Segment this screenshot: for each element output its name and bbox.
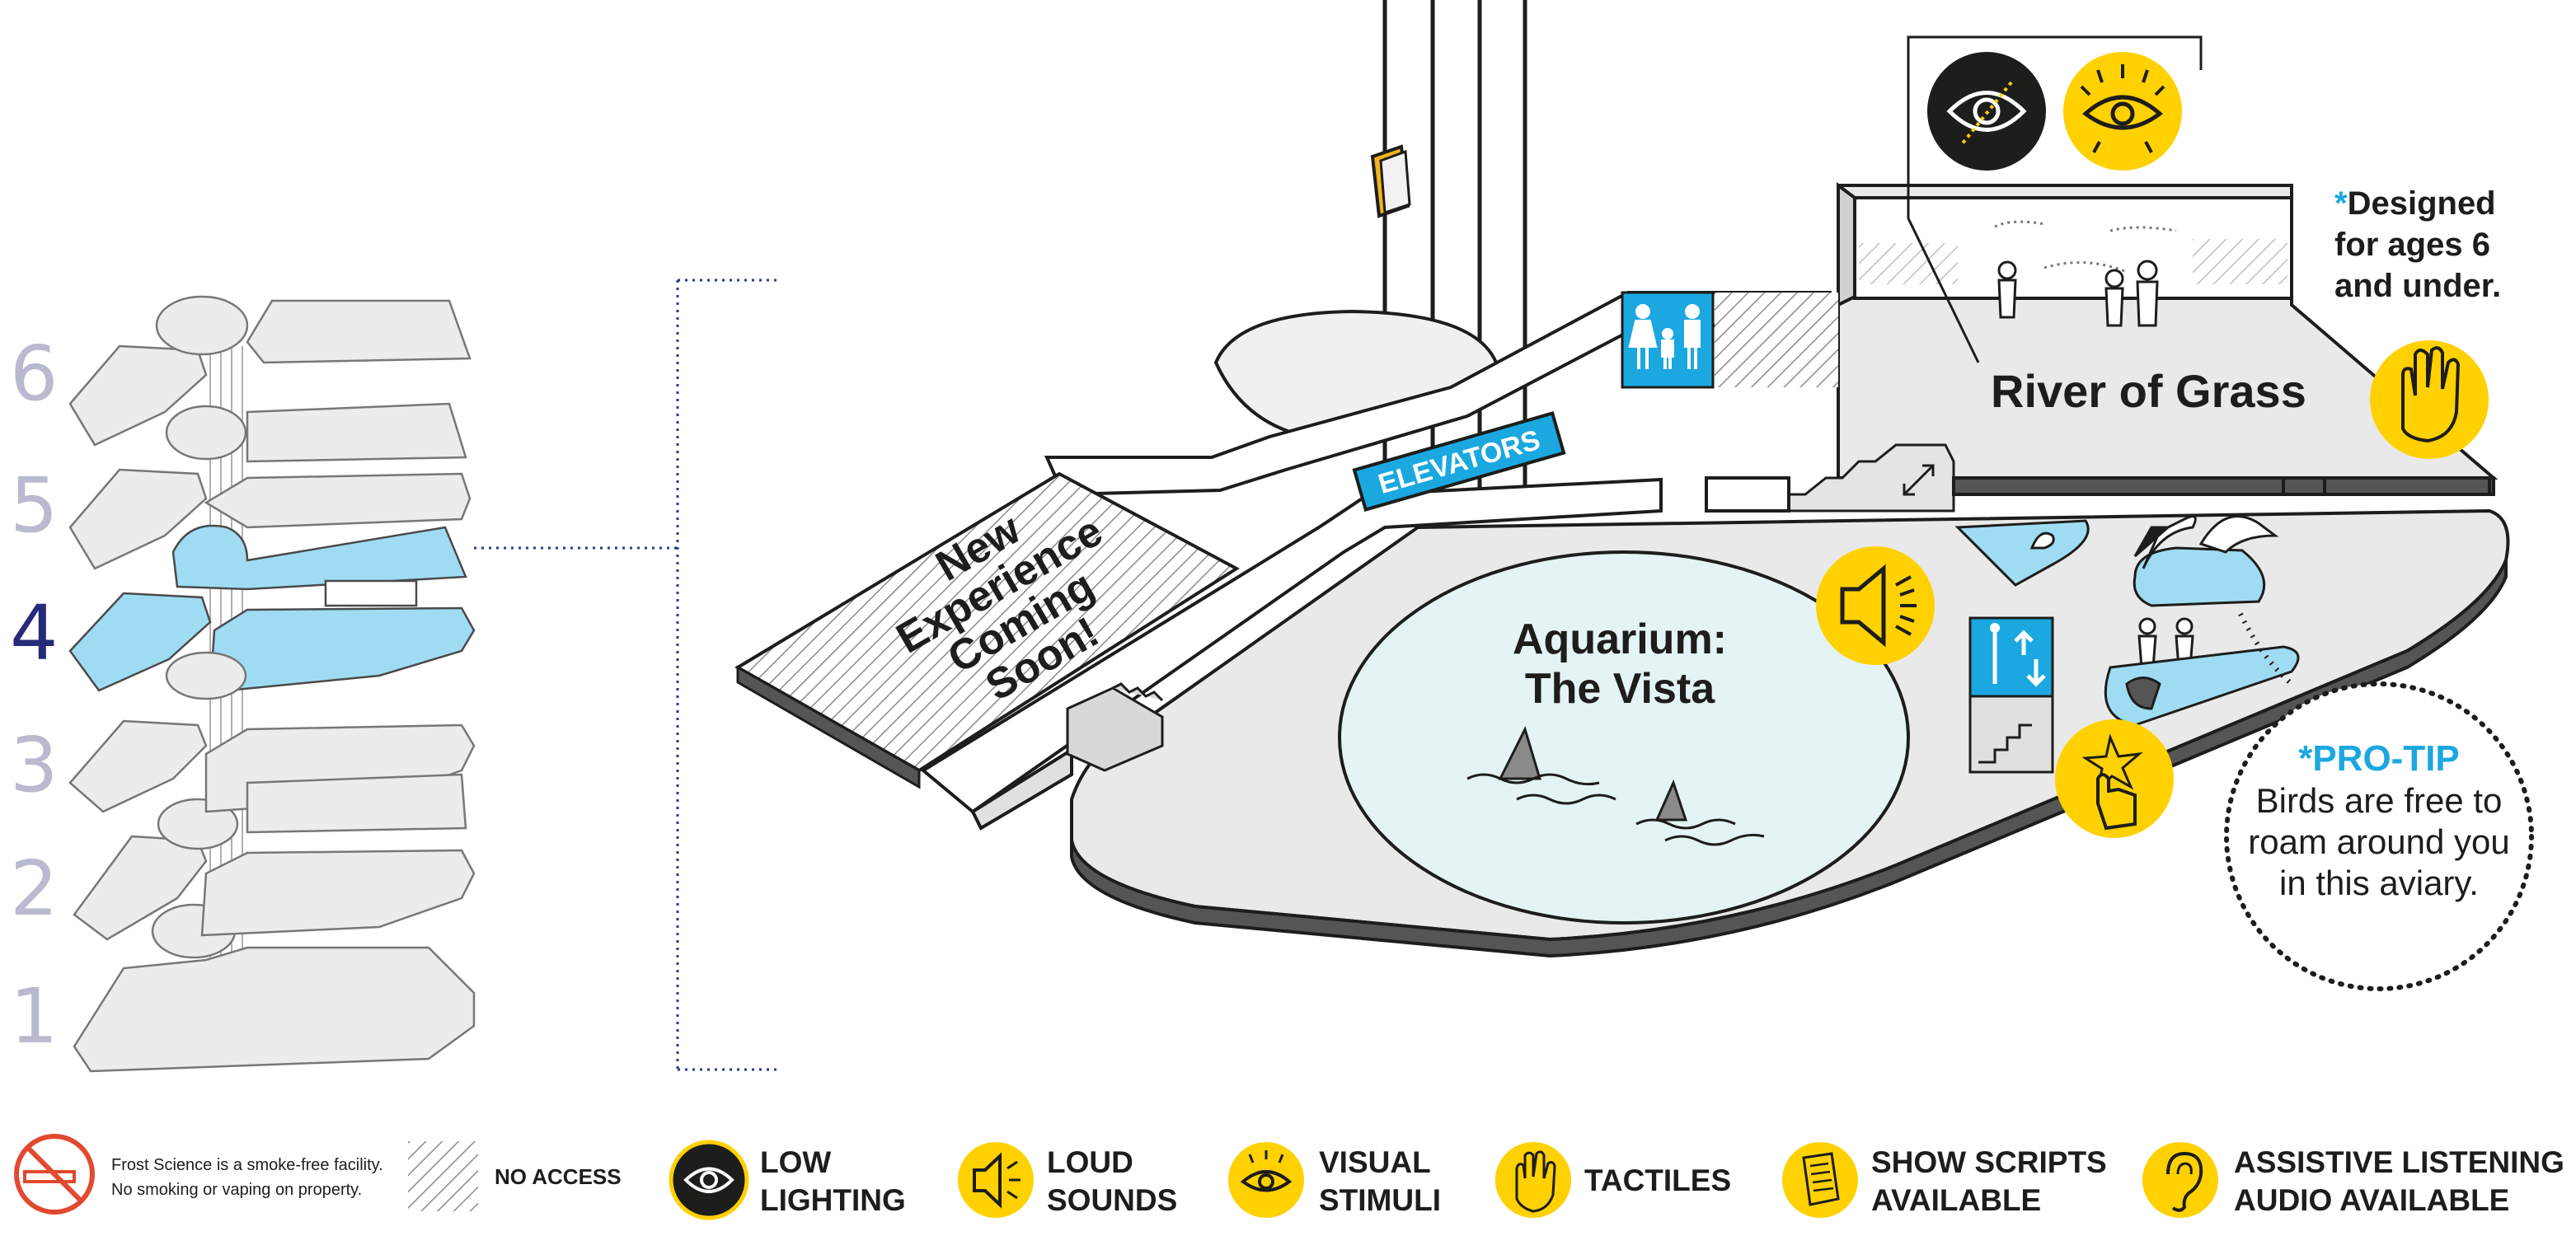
no-access-label: NO ACCESS — [495, 1164, 622, 1189]
floor-connector — [474, 279, 779, 1071]
visual-stimuli-line1: VISUAL — [1319, 1145, 1431, 1179]
floor-number-3[interactable]: 3 — [10, 721, 59, 809]
tactiles-line1: TACTILES — [1584, 1163, 1732, 1197]
designed-asterisk: * — [2334, 185, 2348, 222]
floor-3-shape[interactable] — [68, 719, 476, 834]
smoke-free-line1: Frost Science is a smoke-free facility. — [111, 1156, 383, 1174]
legend — [14, 1134, 2218, 1220]
aquarium-label-line1: Aquarium: — [1513, 616, 1727, 663]
family-restroom-zone — [1715, 293, 1838, 387]
no-access-swatch — [408, 1141, 478, 1211]
loud-sounds-line2: SOUNDS — [1047, 1183, 1178, 1217]
callout-lines — [1907, 35, 2293, 686]
tactiles-starfish-map-icon[interactable] — [2055, 719, 2174, 838]
swan-pond — [1954, 519, 2090, 587]
loud-sounds-map-icon[interactable] — [1816, 546, 1935, 665]
lower-stairs — [1066, 682, 1164, 772]
visual-stimuli-label: VISUAL STIMULI — [1319, 1144, 1441, 1220]
floor-1-shape[interactable] — [73, 903, 476, 1073]
assistive-listening-icon — [2142, 1142, 2218, 1218]
aquarium-label-line2: The Vista — [1524, 665, 1715, 713]
visual-stimuli-map-icon[interactable] — [2063, 52, 2182, 171]
show-scripts-line2: AVAILABLE — [1871, 1183, 2042, 1217]
loud-sounds-line1: LOUD — [1047, 1145, 1133, 1179]
visual-stimuli-icon — [1228, 1142, 1304, 1218]
visitor-figures — [2104, 617, 2300, 727]
floor-number-2[interactable]: 2 — [10, 845, 59, 933]
low-lighting-line1: LOW — [760, 1145, 832, 1179]
floor-4-shape[interactable] — [68, 524, 476, 700]
elevator-sign[interactable] — [1968, 616, 2054, 774]
floor-number-1[interactable]: 1 — [10, 972, 59, 1060]
pro-tip-body: Birds are free to roam around you in thi… — [2248, 781, 2510, 902]
floor-number-6[interactable]: 6 — [10, 330, 59, 418]
no-smoking-icon — [14, 1134, 95, 1215]
designed-text: Designed for ages 6 and under. — [2334, 185, 2502, 304]
elevators-banner[interactable] — [1352, 411, 1566, 512]
floor-number-4[interactable]: 4 — [10, 589, 59, 677]
low-lighting-icon — [669, 1140, 749, 1220]
floor-stack — [68, 295, 476, 1073]
show-scripts-icon — [1782, 1142, 1858, 1218]
designed-note: *Designed for ages 6 and under. — [2334, 183, 2549, 307]
low-lighting-line2: LIGHTING — [760, 1183, 906, 1217]
pro-tip-callout — [2224, 681, 2534, 991]
grass-texture — [1859, 220, 2287, 284]
assistive-listening-label: ASSISTIVE LISTENING AUDIO AVAILABLE — [2234, 1144, 2564, 1220]
floor-5-shape[interactable] — [68, 402, 472, 570]
aviary-island — [2133, 515, 2279, 607]
low-lighting-map-icon[interactable] — [1927, 52, 2046, 171]
children-figures — [1997, 260, 2159, 327]
new-experience-area[interactable] — [734, 471, 1240, 789]
walls — [1705, 476, 2491, 513]
pro-tip-title: PRO-TIP — [2312, 738, 2460, 779]
pro-tip-text: *PRO-TIP Birds are free to roam around y… — [2235, 737, 2523, 904]
tactiles-label: TACTILES — [1584, 1162, 1731, 1200]
visual-stimuli-line2: STIMULI — [1319, 1183, 1441, 1217]
show-scripts-line1: SHOW SCRIPTS — [1871, 1145, 2107, 1179]
tactiles-icon — [1495, 1142, 1571, 1218]
show-scripts-label: SHOW SCRIPTS AVAILABLE — [1871, 1144, 2107, 1220]
family-restroom-icon — [1621, 291, 1715, 389]
expand-arrows-icon — [1903, 464, 1935, 496]
smoke-free-line2: No smoking or vaping on property. — [111, 1181, 363, 1199]
shaft-sign — [1370, 144, 1411, 218]
floor-6-shape[interactable] — [68, 295, 472, 447]
assistive-listening-line1: ASSISTIVE LISTENING — [2234, 1145, 2564, 1179]
low-lighting-label: LOW LIGHTING — [760, 1144, 906, 1220]
tactiles-map-icon[interactable] — [2370, 340, 2489, 459]
loud-sounds-label: LOUD SOUNDS — [1047, 1144, 1177, 1220]
pro-tip-asterisk: * — [2298, 738, 2313, 779]
loud-sounds-icon — [958, 1142, 1034, 1218]
floor-number-5[interactable]: 5 — [10, 461, 59, 550]
river-of-grass-label: River of Grass — [1991, 365, 2306, 417]
floor-2-shape[interactable] — [73, 798, 476, 941]
assistive-listening-line2: AUDIO AVAILABLE — [2234, 1183, 2510, 1217]
aquarium-pool[interactable] — [1338, 550, 1910, 925]
